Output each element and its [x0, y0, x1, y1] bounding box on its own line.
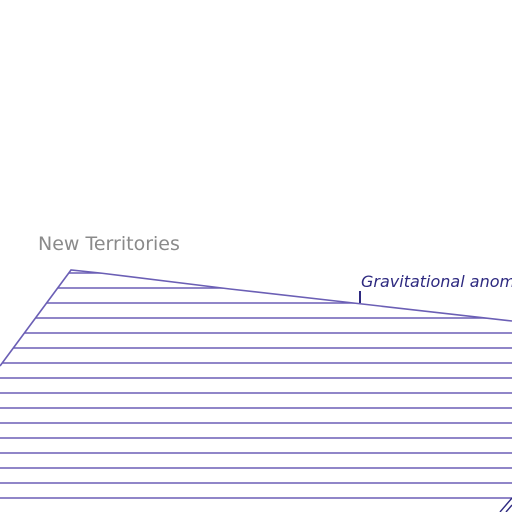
- region-boundary: [0, 269, 512, 367]
- hatched-region: [0, 269, 512, 499]
- region-label-new-territories: New Territories: [38, 233, 180, 255]
- hatch-pattern: [0, 272, 512, 499]
- feature-label-gravitational-anomaly: Gravitational anom: [361, 272, 512, 291]
- edge-marker: [499, 497, 512, 512]
